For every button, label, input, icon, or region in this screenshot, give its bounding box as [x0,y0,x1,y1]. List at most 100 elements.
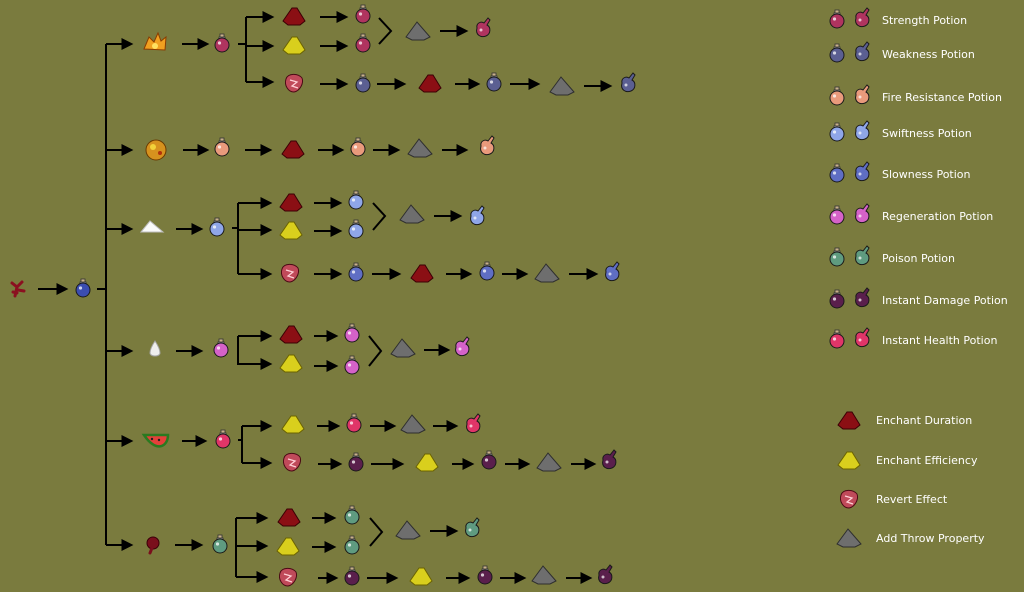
gunpowder-icon [531,565,557,585]
glowstone-icon [279,221,303,240]
poison-potion-icon [344,535,360,555]
swiftness-splash-icon [855,120,870,141]
redstone-icon [281,140,305,159]
legend-label: Regeneration Potion [882,210,993,223]
legend-label: Swiftness Potion [882,127,972,140]
legend-item-slowness-potion: Slowness Potion [829,161,971,183]
fire-resistance-potion-icon [350,137,366,157]
instant-damage-potion-icon [481,450,497,470]
gunpowder-icon [836,528,862,548]
swiftness-potion-icon [348,190,364,210]
magma-cream-icon [145,139,167,161]
poison-potion-icon [829,247,845,267]
slowness-potion-icon [479,261,495,281]
glowstone-icon [415,453,439,472]
regeneration-potion-icon [829,205,845,225]
poison-potion-icon [212,534,228,554]
slowness-potion-icon [348,262,364,282]
fermented-spider-eye-icon [283,452,301,472]
glowstone-icon [837,451,861,470]
redstone-icon [837,411,861,430]
instant-damage-splash-icon [602,449,617,470]
legend-item-redstone: Enchant Duration [837,411,972,430]
redstone-icon [279,325,303,344]
legend-item-gunpowder: Add Throw Property [836,528,985,548]
instant-damage-potion-icon [344,566,360,586]
legend-item-weakness-potion: Weakness Potion [829,41,975,63]
combine-bracket [372,202,387,231]
gunpowder-icon [407,138,433,158]
legend-item-instant-damage-potion: Instant Damage Potion [829,287,1008,309]
legend-label: Fire Resistance Potion [882,91,1002,104]
regeneration-potion-icon [344,323,360,343]
spider-eye-icon [146,536,160,555]
gunpowder-icon [536,452,562,472]
weakness-splash-icon [621,72,636,93]
legend-item-regeneration-potion: Regeneration Potion [829,203,993,225]
regeneration-splash-icon [455,336,470,357]
legend-label: Enchant Duration [876,414,972,427]
glowstone-icon [409,567,433,586]
combine-bracket [378,17,393,45]
instant-damage-potion-icon [829,289,845,309]
poison-splash-icon [465,517,480,538]
gunpowder-icon [549,76,575,96]
weakness-potion-icon [355,73,371,93]
slowness-potion-icon [829,163,845,183]
swiftness-splash-icon [470,205,485,226]
gunpowder-icon [405,21,431,41]
legend-label: Poison Potion [882,252,955,265]
fermented-spider-eye-icon [279,567,297,587]
fire-resistance-potion-icon [829,86,845,106]
swiftness-potion-icon [829,122,845,142]
swiftness-potion-icon [209,217,225,237]
fire-resistance-splash-icon [855,84,870,105]
regeneration-splash-icon [855,203,870,224]
fermented-spider-eye-icon [281,263,299,283]
awkward-potion-icon [75,278,91,298]
redstone-icon [410,264,434,283]
instant-health-potion-icon [346,413,362,433]
weakness-potion-icon [486,72,502,92]
regeneration-potion-icon [344,355,360,375]
instant-health-splash-icon [466,413,481,434]
glowstone-icon [276,537,300,556]
regeneration-potion-icon [213,338,229,358]
redstone-icon [277,508,301,527]
legend-item-poison-potion: Poison Potion [829,245,955,267]
glistering-melon-icon [141,433,170,448]
glowstone-icon [281,415,305,434]
gunpowder-icon [395,520,421,540]
fermented-spider-eye-icon [285,73,303,93]
swiftness-potion-icon [348,219,364,239]
instant-damage-potion-icon [348,452,364,472]
glowstone-icon [279,354,303,373]
legend-item-instant-health-potion: Instant Health Potion [829,327,997,349]
instant-damage-splash-icon [598,564,613,585]
redstone-icon [279,193,303,212]
strength-splash-icon [476,17,491,38]
gunpowder-icon [399,204,425,224]
ghast-tear-icon [149,340,161,357]
legend-label: Instant Health Potion [882,334,997,347]
legend-label: Strength Potion [882,14,967,27]
blaze-powder-icon [143,31,167,51]
instant-damage-potion-icon [477,565,493,585]
redstone-icon [282,7,306,26]
legend-label: Enchant Efficiency [876,454,978,467]
strength-potion-icon [829,9,845,29]
combine-bracket [369,517,384,547]
instant-health-potion-icon [215,429,231,449]
fermented-spider-eye-icon [840,489,858,509]
legend-item-glowstone: Enchant Efficiency [837,451,978,470]
legend-label: Slowness Potion [882,168,971,181]
legend-label: Weakness Potion [882,48,975,61]
slowness-splash-icon [605,261,620,282]
weakness-potion-icon [829,43,845,63]
strength-splash-icon [855,7,870,28]
legend-label: Revert Effect [876,493,948,506]
glowstone-icon [282,36,306,55]
gunpowder-icon [400,414,426,434]
instant-damage-splash-icon [855,287,870,308]
